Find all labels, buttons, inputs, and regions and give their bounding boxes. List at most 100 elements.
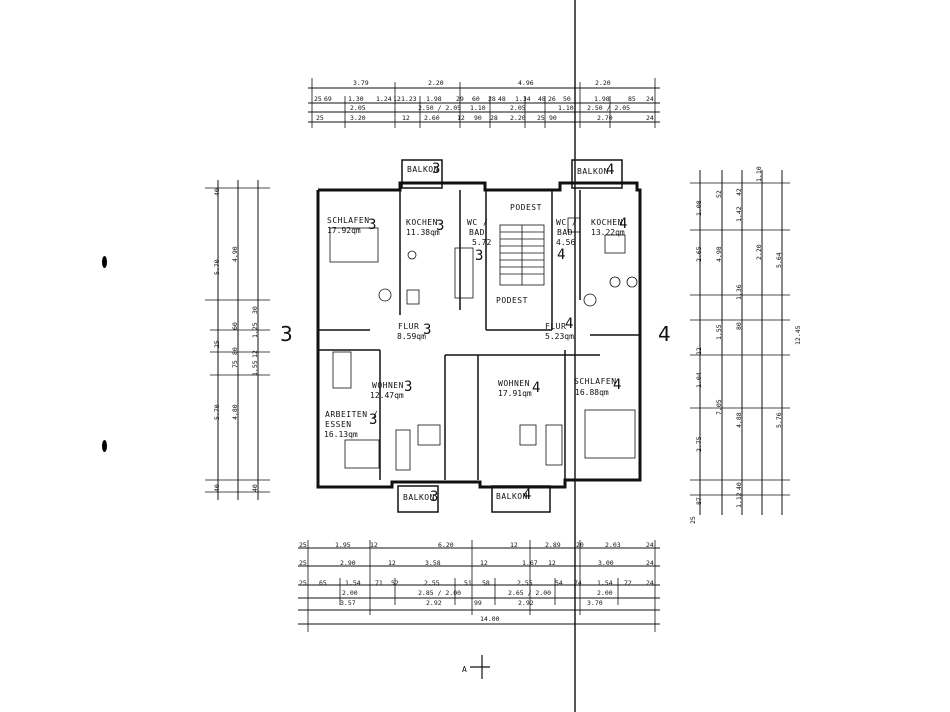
dimension-label: 54	[555, 579, 563, 587]
dimension-label: 2.65 / 2.00	[508, 589, 552, 597]
dimension-label: 60	[231, 322, 239, 330]
dimension-label: 12.45	[794, 325, 802, 345]
dimension-label: 2.50 / 2.05	[418, 104, 462, 112]
dimension-label: 1.12	[735, 492, 743, 508]
dimension-label: 1.04	[695, 372, 703, 388]
dimension-label: 2.20	[428, 79, 444, 87]
dimension-label: 1.10	[558, 104, 574, 112]
room-number: 3	[369, 412, 378, 428]
dimension-label: 48	[538, 95, 546, 103]
binder-hole	[102, 440, 107, 452]
balkon-number: 4	[523, 487, 532, 503]
dimension-label: 1.55	[715, 324, 723, 340]
room-area: 11.38qm	[406, 228, 440, 237]
unit-number-right: 4	[658, 322, 671, 346]
dimension-label: 40	[251, 484, 259, 492]
dimension-label: 74	[574, 579, 582, 587]
dimension-label: 2.70	[597, 114, 613, 122]
dimension-label: 2.92	[518, 599, 534, 607]
dimension-label: 2.00	[342, 589, 358, 597]
dimension-label: 24	[646, 114, 654, 122]
dimension-label: 12	[457, 114, 465, 122]
dimension-label: 12	[393, 95, 401, 103]
balkon-label: BALKON	[407, 165, 439, 174]
dimension-label: 2.90	[340, 559, 356, 567]
room-area: 16.13qm	[324, 430, 358, 439]
balkon-label: BALKON	[577, 167, 609, 176]
dimension-label: 52	[715, 190, 723, 198]
room-number: 4	[532, 380, 541, 396]
room-area: 17.91qm	[498, 389, 532, 398]
dimension-label: 80	[231, 347, 239, 355]
dimension-label: 2.05	[350, 104, 366, 112]
dimension-label: 25	[213, 340, 221, 348]
dimension-label: 90	[549, 114, 557, 122]
unit-number-left: 3	[280, 322, 293, 346]
dimension-label: 28	[488, 95, 496, 103]
dimension-label: 25	[299, 559, 307, 567]
dimension-label: 3.58	[425, 559, 441, 567]
dimension-label: 51	[464, 579, 472, 587]
dimension-label: 12	[548, 559, 556, 567]
room-area: 5.72	[472, 238, 492, 247]
room-number: 3	[475, 248, 484, 264]
dimension-label: 2.75	[695, 436, 703, 452]
room-number: 3	[404, 379, 413, 395]
room-area: 8.59qm	[397, 332, 426, 341]
dimension-label: 12	[510, 541, 518, 549]
room-number: 4	[619, 216, 628, 232]
room-name-wc: WC /	[467, 218, 489, 227]
room-name-essen: ESSEN	[325, 420, 352, 429]
dimension-label: 24	[646, 559, 654, 567]
dimension-label: 72	[624, 579, 632, 587]
binder-hole	[102, 256, 107, 268]
dimension-label: 3.79	[353, 79, 369, 87]
dimension-label: 3.20	[350, 114, 366, 122]
room-name-flur: FLUR	[398, 322, 420, 331]
dimension-label: 25	[299, 579, 307, 587]
balkon-number: 4	[606, 162, 615, 178]
dimension-label: 12	[402, 114, 410, 122]
dimension-label: 3.00	[598, 559, 614, 567]
room-area: 16.88qm	[575, 388, 609, 397]
dimension-label: 1.08	[695, 200, 703, 216]
dimension-label: 90	[474, 114, 482, 122]
dimension-label: 3.57	[340, 599, 356, 607]
balkon-number: 3	[432, 161, 441, 177]
dimension-label: 40	[213, 188, 221, 196]
dimension-label: 42	[735, 188, 743, 196]
dimension-label: 71	[375, 579, 383, 587]
dimension-label: 40	[735, 482, 743, 490]
room-name-wohnen: WOHNEN	[498, 379, 530, 388]
dimension-label: 50	[563, 95, 571, 103]
dimension-label: 2.00	[597, 589, 613, 597]
dimension-label: 4.90	[231, 246, 239, 262]
dimension-label: 69	[324, 95, 332, 103]
room-area: 13.22qm	[591, 228, 625, 237]
dimension-label: 1.34	[515, 95, 531, 103]
balkon-label: BALKON	[496, 492, 528, 501]
balkon-label: BALKON	[403, 493, 435, 502]
dimension-label: 2.89	[545, 541, 561, 549]
room-number: 3	[436, 218, 445, 234]
room-number: 4	[565, 316, 574, 332]
balkon-number: 3	[430, 489, 439, 505]
room-name-schlafen: SCHLAFEN	[327, 216, 370, 225]
dimension-label: 1.42	[735, 206, 743, 222]
dimension-label: 12	[251, 350, 259, 358]
dimension-label: 52	[391, 579, 399, 587]
dimension-label: 1.36	[735, 284, 743, 300]
dimension-label: 24	[646, 541, 654, 549]
dimension-label: 2.20	[755, 244, 763, 260]
dimension-label: 2.50 / 2.05	[587, 104, 631, 112]
dimension-label: 1.98	[594, 95, 610, 103]
dimension-label: 80	[735, 322, 743, 330]
section-mark-label: A	[462, 665, 467, 674]
dimension-label: 14.00	[480, 615, 500, 623]
dimension-label: 26	[548, 95, 556, 103]
room-area: 4.56	[556, 238, 576, 247]
dimension-label: 2.55	[424, 579, 440, 587]
dimension-label: 12	[695, 347, 703, 355]
dimension-label: 5.76	[775, 412, 783, 428]
dimension-label: 40	[213, 484, 221, 492]
